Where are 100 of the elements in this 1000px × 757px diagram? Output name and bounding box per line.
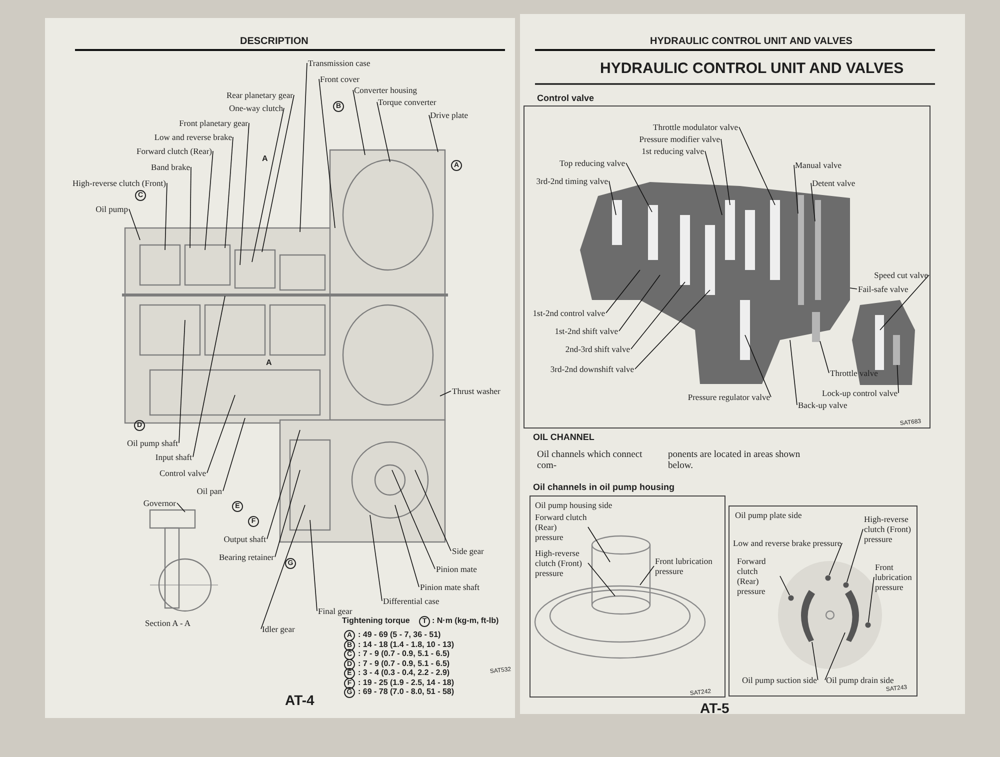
- figure-caption: Oil pump housing side: [535, 500, 612, 510]
- port-hole: [788, 595, 794, 601]
- part-label: Governor: [143, 498, 176, 508]
- table-heading: Tightening torque: [342, 616, 410, 626]
- part-label: Rear planetary gear: [226, 90, 293, 100]
- part-label: Oil pump suction side: [742, 675, 817, 685]
- leader-line: [720, 138, 730, 206]
- leader-line: [164, 182, 168, 250]
- leader-line: [428, 114, 438, 152]
- part-label: Oil pump: [96, 204, 128, 214]
- section-mark: A: [266, 358, 272, 368]
- leader-line: [190, 166, 192, 248]
- part-label: Oil pump shaft: [127, 438, 178, 448]
- port-hole: [843, 582, 849, 588]
- port-hole: [825, 575, 831, 581]
- figure-caption: Section A - A: [145, 618, 191, 628]
- part-label: Output shaft: [224, 534, 266, 544]
- page-heading: HYDRAULIC CONTROL UNIT AND VALVES: [650, 36, 852, 48]
- part-label: Transmission case: [308, 58, 370, 68]
- torque-value: : 14 - 18 (1.4 - 1.8, 10 - 13): [358, 640, 454, 650]
- part-label: Pressure modifier valve: [639, 134, 720, 144]
- leader-line: [262, 94, 294, 252]
- leader-line: [204, 150, 214, 250]
- part-label: Final gear: [318, 606, 352, 616]
- torque-value: : 7 - 9 (0.7 - 0.9, 5.1 - 6.5): [358, 658, 450, 668]
- leader-line: [176, 502, 186, 512]
- leader-line: [704, 150, 722, 216]
- leader-line: [850, 288, 858, 290]
- leader-line: [260, 504, 306, 630]
- torque-value: : 7 - 9 (0.7 - 0.9, 5.1 - 6.5): [358, 649, 450, 659]
- part-label: One-way clutch: [228, 103, 283, 113]
- part-label: Drive plate: [430, 110, 468, 120]
- part-label: Torque converter: [378, 97, 436, 107]
- leader-line: [744, 334, 772, 398]
- leader-line: [896, 364, 899, 394]
- part-label: Pinion mate shaft: [420, 582, 480, 592]
- part-label: Thrust washer: [452, 386, 500, 396]
- leader-line: [810, 182, 816, 222]
- leader-line: [608, 180, 616, 216]
- valve-rod: [815, 200, 821, 300]
- leader-line: [252, 108, 284, 262]
- part-label: Pressure regulator valve: [688, 392, 770, 402]
- part-label: Back-up valve: [798, 400, 848, 410]
- leader-line: [192, 296, 226, 458]
- part-label: 1st-2nd control valve: [532, 308, 605, 318]
- part-label: Control valve: [159, 468, 206, 478]
- part-label: Band brake: [151, 162, 190, 172]
- section-heading: Control valve: [537, 93, 594, 104]
- part-label: Manual valve: [795, 160, 842, 170]
- part-label: Forward clutch (Rear): [136, 146, 212, 156]
- page-heading: DESCRIPTION: [240, 36, 308, 48]
- page-number: AT-5: [700, 700, 730, 717]
- paragraph: Oil channels which connect com-: [537, 450, 644, 472]
- part-label: 1st-2nd shift valve: [554, 326, 618, 336]
- part-label: Lock-up control valve: [822, 388, 898, 398]
- leader-line: [440, 390, 452, 396]
- leader-line: [812, 642, 818, 680]
- leader-line: [828, 542, 842, 576]
- part-label: Fail-safe valve: [858, 284, 908, 294]
- oil-groove: [845, 590, 859, 642]
- leader-line: [300, 62, 308, 232]
- torque-value: : 49 - 69 (5 - 7, 36 - 51): [358, 630, 441, 640]
- part-label: Input shaft: [155, 452, 192, 462]
- part-label: Pinion mate: [436, 564, 477, 574]
- leader-line: [318, 78, 336, 228]
- part-label: Idler gear: [262, 624, 295, 634]
- part-label: 1st reducing valve: [642, 146, 704, 156]
- part-label: Differential case: [383, 596, 440, 606]
- port-hole: [865, 622, 871, 628]
- part-label: Bearing retainer: [219, 552, 274, 562]
- leader-line: [376, 102, 390, 162]
- leader-line: [310, 520, 318, 612]
- leader-line: [606, 270, 640, 314]
- part-label: Detent valve: [812, 178, 856, 188]
- leader-line: [178, 320, 186, 444]
- leader-line: [868, 576, 874, 623]
- part-label: Low and reverse brake: [154, 132, 232, 142]
- leader-line: [414, 470, 452, 552]
- part-label: High-reverse clutch (Front) pressure: [535, 548, 587, 578]
- part-label: Converter housing: [354, 85, 418, 95]
- part-label: Speed cut valve: [874, 270, 928, 280]
- leader-line: [392, 470, 436, 570]
- section-heading: Oil channels in oil pump housing: [533, 482, 675, 493]
- leader-line: [640, 566, 654, 586]
- leader-line: [634, 290, 710, 370]
- part-label: 3rd-2nd downshift valve: [550, 364, 634, 374]
- leader-line: [352, 90, 366, 156]
- leader-line: [588, 562, 616, 596]
- figure-caption: Oil pump plate side: [735, 510, 802, 520]
- part-label: Front lubrication pressure: [655, 556, 721, 576]
- part-label: Throttle valve: [830, 368, 878, 378]
- part-label: Front cover: [320, 74, 360, 84]
- part-label: Front lubrication pressure: [875, 562, 915, 592]
- valve-spool: [893, 335, 900, 365]
- part-label: Top reducing valve: [560, 158, 625, 168]
- leader-line: [738, 126, 776, 206]
- part-label: 3rd-2nd timing valve: [536, 176, 608, 186]
- leader-line: [618, 274, 660, 332]
- valve-rod: [798, 195, 804, 305]
- leader-line: [588, 526, 610, 562]
